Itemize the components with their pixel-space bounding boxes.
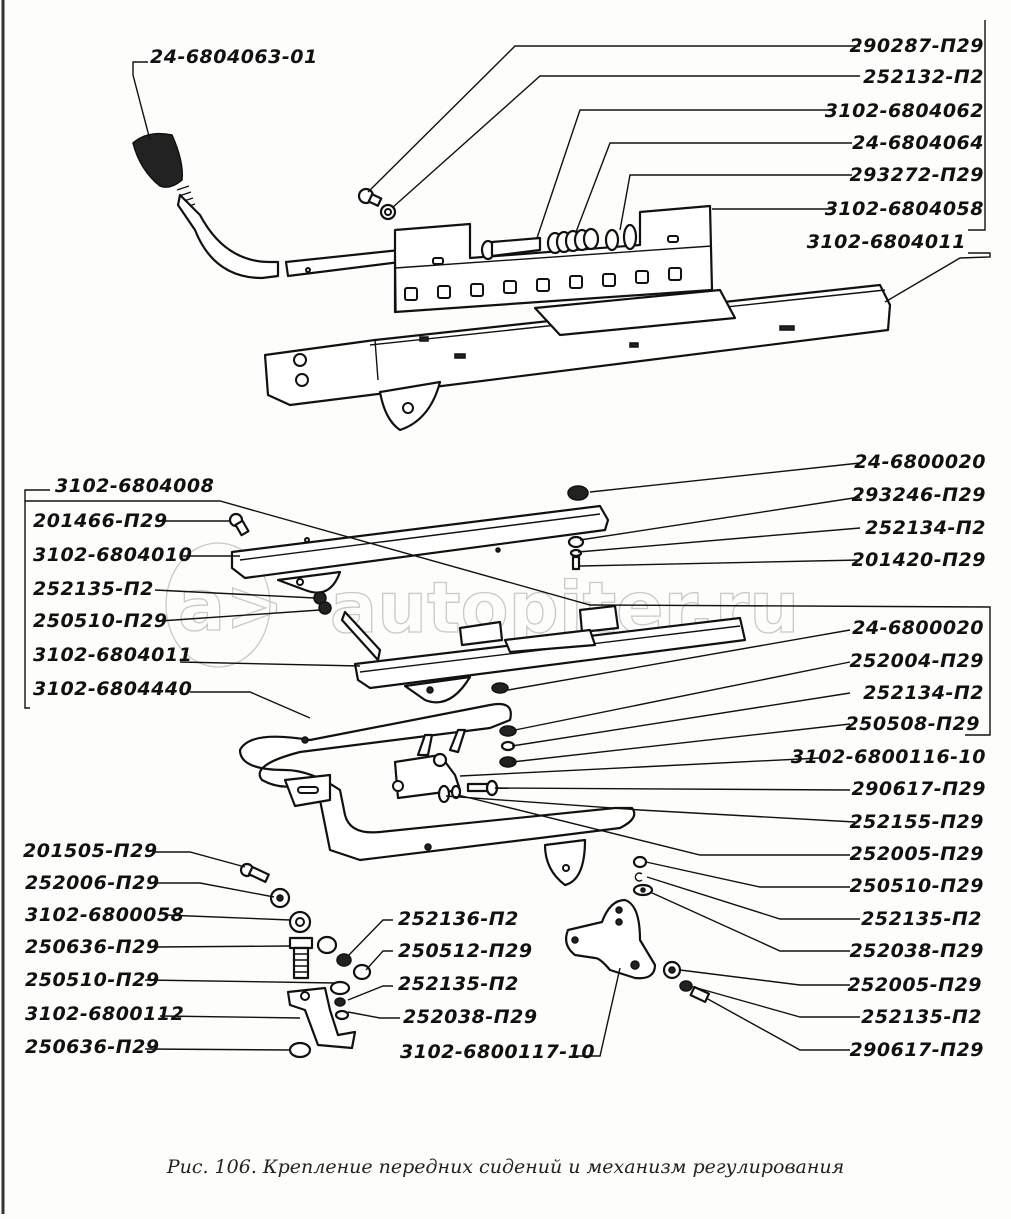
part-label: 252132-П2 [863,66,984,88]
part-label: 252155-П29 [849,811,984,833]
nut-252132 [379,203,397,221]
part-labels: 24-6804063-01 290287-П29 252132-П2 3102-… [23,35,986,1063]
adjustment-handle [132,132,402,280]
part-label: 252038-П29 [403,1006,538,1028]
part-label: 3102-6800117-10 [400,1041,595,1063]
seat-rail-3102-6804011 [263,283,892,432]
part-label: 24-6800020 [852,617,984,639]
leader-lines [24,20,991,1057]
part-label: 250508-П29 [845,713,980,735]
washers-stack-252004 [491,682,517,768]
part-label: 3102-6804011 [33,644,192,666]
part-label: 252135-П2 [861,908,982,930]
part-label: 250512-П29 [398,940,533,962]
handle-spring-icon [176,185,196,209]
part-label: 290617-П29 [851,778,986,800]
part-label: 3102-6800116-10 [791,746,986,768]
part-label: 252006-П29 [25,872,160,894]
part-label: 250510-П29 [849,875,984,897]
watermark: a> autopiter.ru [165,542,800,668]
part-label: 201420-П29 [851,549,986,571]
bracket-3102-6800117-10 [565,898,657,980]
part-label: 3102-6804011 [807,231,966,253]
part-label: 3102-6800112 [25,1003,184,1025]
part-label: 252135-П2 [398,973,519,995]
lower-rail-3102-6804011 [340,604,747,704]
parts-24-6800020-top [567,485,589,571]
part-label: 3102-6804008 [55,475,214,497]
part-label: 24-6804063-01 [150,46,318,68]
bottom-left-fasteners [239,862,372,1059]
part-label: 290617-П29 [849,1039,984,1061]
latch-plate-3102-6804058 [393,204,714,314]
part-label: 252005-П29 [847,974,982,996]
part-label: 24-6804064 [852,132,984,154]
figure-caption: Рис. 106. Крепление передних сидений и м… [166,1156,845,1178]
part-label: 252005-П29 [849,843,984,865]
part-label: 252134-П2 [865,517,986,539]
part-label: 3102-6804440 [33,678,192,700]
part-label: 3102-6804062 [825,100,984,122]
part-label: 252135-П2 [33,578,154,600]
part-label: 250510-П29 [25,969,160,991]
shaft-3102-6804062 [480,236,542,261]
part-label: 293246-П29 [851,484,986,506]
part-label: 24-6800020 [854,451,986,473]
part-label: 293272-П29 [849,164,984,186]
upper-rail-3102-6804010 [230,504,610,594]
washer-293272 [604,223,638,252]
watermark-logo: a> [178,565,284,647]
part-label: 201466-П29 [33,510,168,532]
part-label: 250636-П29 [25,936,160,958]
part-label: 252136-П2 [398,908,519,930]
part-label: 250510-П29 [33,610,168,632]
part-label: 250636-П29 [25,1036,160,1058]
part-label: 290287-П29 [849,35,984,57]
part-label: 252004-П29 [849,650,984,672]
bolt-201466 [228,512,250,537]
part-label: 252135-П2 [861,1006,982,1028]
bottom-right-fasteners [632,855,711,1004]
seat-frame-3102-6804440 [238,702,636,887]
bolt-290287 [357,187,383,207]
part-label: 3102-6804010 [33,544,192,566]
bolt-290617-mid [437,779,499,804]
torsion-spring-24-6804064 [546,227,600,255]
part-label: 3102-6800058 [25,904,184,926]
part-label: 252038-П29 [849,940,984,962]
part-label: 201505-П29 [23,840,158,862]
part-label: 3102-6804058 [825,198,984,220]
part-label: 252134-П2 [863,682,984,704]
